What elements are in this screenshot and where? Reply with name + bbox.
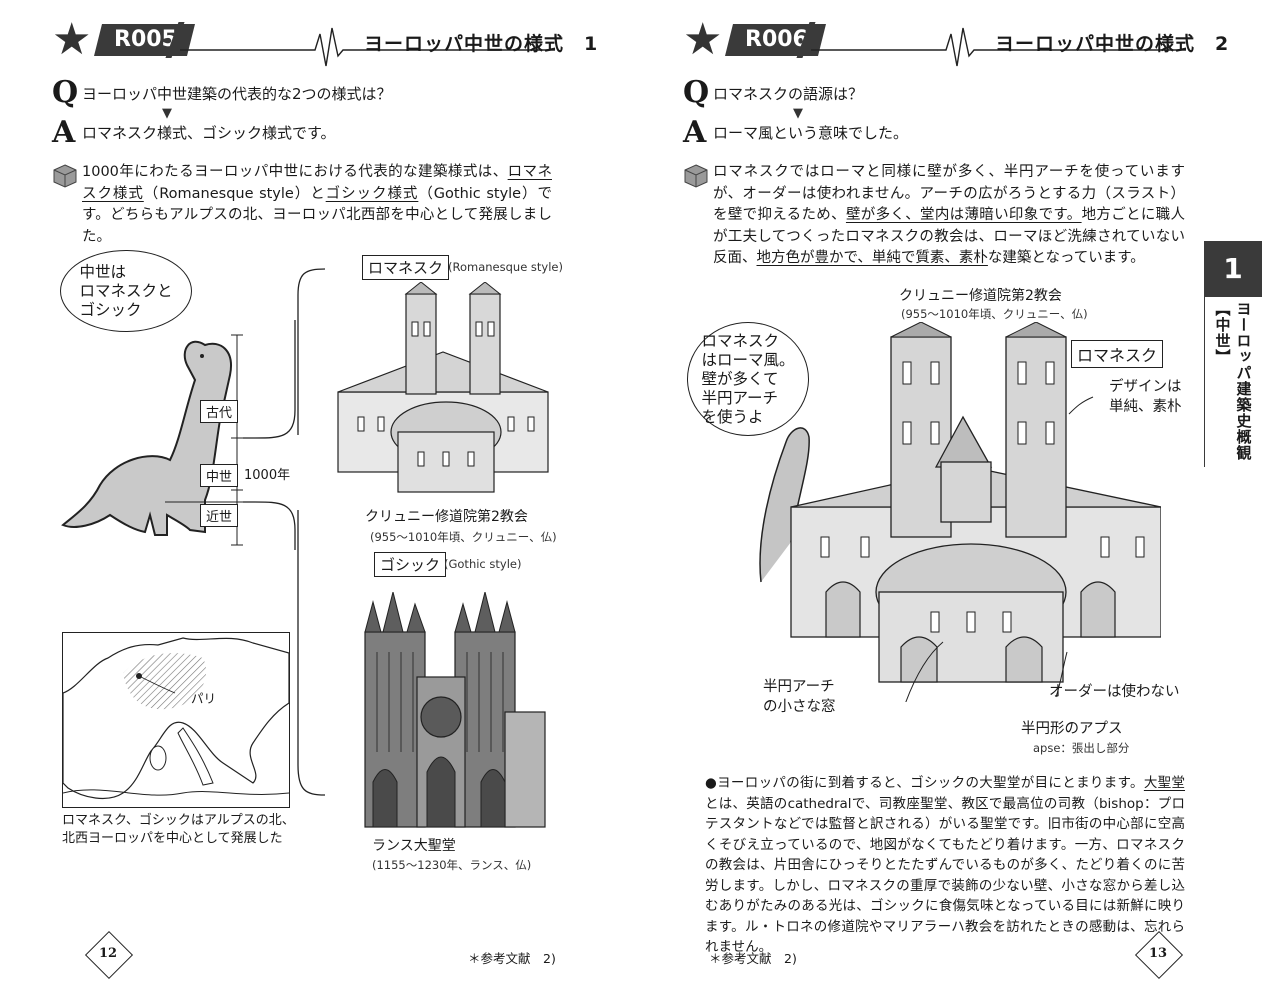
cluny-church-illustration [337,282,549,493]
span-label: 1000年 [244,468,291,483]
romanesque-en: (Romanesque style) [448,260,563,274]
body-paragraph: ロマネスクではローマと同様に壁が多く、半円アーチを使っていますが、オーダーは使わ… [713,164,1185,266]
cluny-church-large-illustration [759,322,1161,702]
header-rule [811,27,1186,67]
header-rule [180,27,555,67]
question-text: ロマネスクの語源は？ [713,85,864,103]
cluny-subcaption: (955～1010年頃、クリュニー、仏) [370,530,557,544]
design-annotation: デザインは 単純、素朴 [1109,379,1182,415]
order-annotation: オーダーは使わない [1049,684,1180,700]
down-arrow-icon: ▼ [793,106,803,121]
a-letter: A [52,115,76,150]
paris-label: パリ [191,691,217,706]
star-icon: ★ [683,14,723,65]
footnote: ＊参考文献 2) [709,951,797,966]
star-icon: ★ [52,14,92,65]
cluny-caption: クリュニー修道院第2教会 [365,509,528,525]
q-letter: Q [683,75,710,110]
cube-icon [53,164,77,188]
page-number: 13 [1148,946,1168,961]
apse-note: apse：張出し部分 [1033,741,1130,755]
apse-annotation: 半円形のアプス [1021,721,1123,737]
gothic-label: ゴシック [374,552,447,577]
chapter-tab-body: ヨーロッパ建築史概観【中世】 [1204,297,1262,467]
era-modern-label: 近世 [200,504,239,527]
page-number: 12 [98,946,118,961]
era-medieval-label: 中世 [200,464,239,487]
answer-text: ロマネスク様式、ゴシック様式です。 [82,124,336,142]
map-outline [63,637,289,800]
reims-caption: ランス大聖堂 [372,838,456,854]
era-ancient-label: 古代 [200,400,239,423]
a-letter: A [683,115,707,150]
gothic-en: (Gothic style) [444,557,522,571]
map-caption: ロマネスク、ゴシックはアルプスの北、 北西ヨーロッパを中心として発展した [62,813,295,846]
dinosaur-illustration [61,320,296,550]
q-letter: Q [52,75,79,110]
body-paragraph: 1000年にわたるヨーロッパ中世における代表的な建築様式は、ロマネスク様式（Ro… [82,164,552,245]
speech-bubble: 中世は ロマネスクと ゴシック [60,250,192,332]
window-annotation: 半円アーチ の小さな窓 [763,679,836,715]
romanesque-label: ロマネスク [362,255,450,280]
church-caption: クリュニー修道院第2教会 [899,288,1062,304]
question-text: ヨーロッパ中世建築の代表的な2つの様式は？ [82,85,392,103]
chapter-tab: 1 [1204,241,1262,297]
left-page: ★ R005 ヨーロッパ中世の様式 1 Q ヨーロッパ中世建築の代表的な2つの様… [52,14,599,980]
chapter-title: ヨーロッパ建築史概観【中世】 [1213,301,1253,461]
answer-text: ローマ風という意味でした。 [713,124,909,142]
section-title: ヨーロッパ中世の様式 1 [364,33,599,55]
bullet-icon: ● [705,775,718,791]
right-page: ★ R006 ヨーロッパ中世の様式 2 Q ロマネスクの語源は？ ▼ A ローマ… [631,0,1262,1000]
bracket-line [297,268,326,796]
speech-bubble: ロマネスク はローマ風。 壁が多くて 半円アーチ を使うよ [687,322,809,436]
romanesque-label: ロマネスク [1071,340,1164,368]
footnote: ＊参考文献 2) [468,951,556,966]
europe-map: パリ [62,632,290,808]
reims-subcaption: (1155～1230年、ランス、仏) [372,858,532,872]
reims-cathedral-illustration [364,592,546,828]
section-title: ヨーロッパ中世の様式 2 [995,33,1230,55]
note-paragraph: ●ヨーロッパの街に到着すると、ゴシックの大聖堂が目にとまります。大聖堂とは、英語… [705,775,1186,955]
cube-icon [684,164,708,188]
church-subcaption: (955～1010年頃、クリュニー、仏) [901,307,1088,321]
down-arrow-icon: ▼ [162,106,172,121]
